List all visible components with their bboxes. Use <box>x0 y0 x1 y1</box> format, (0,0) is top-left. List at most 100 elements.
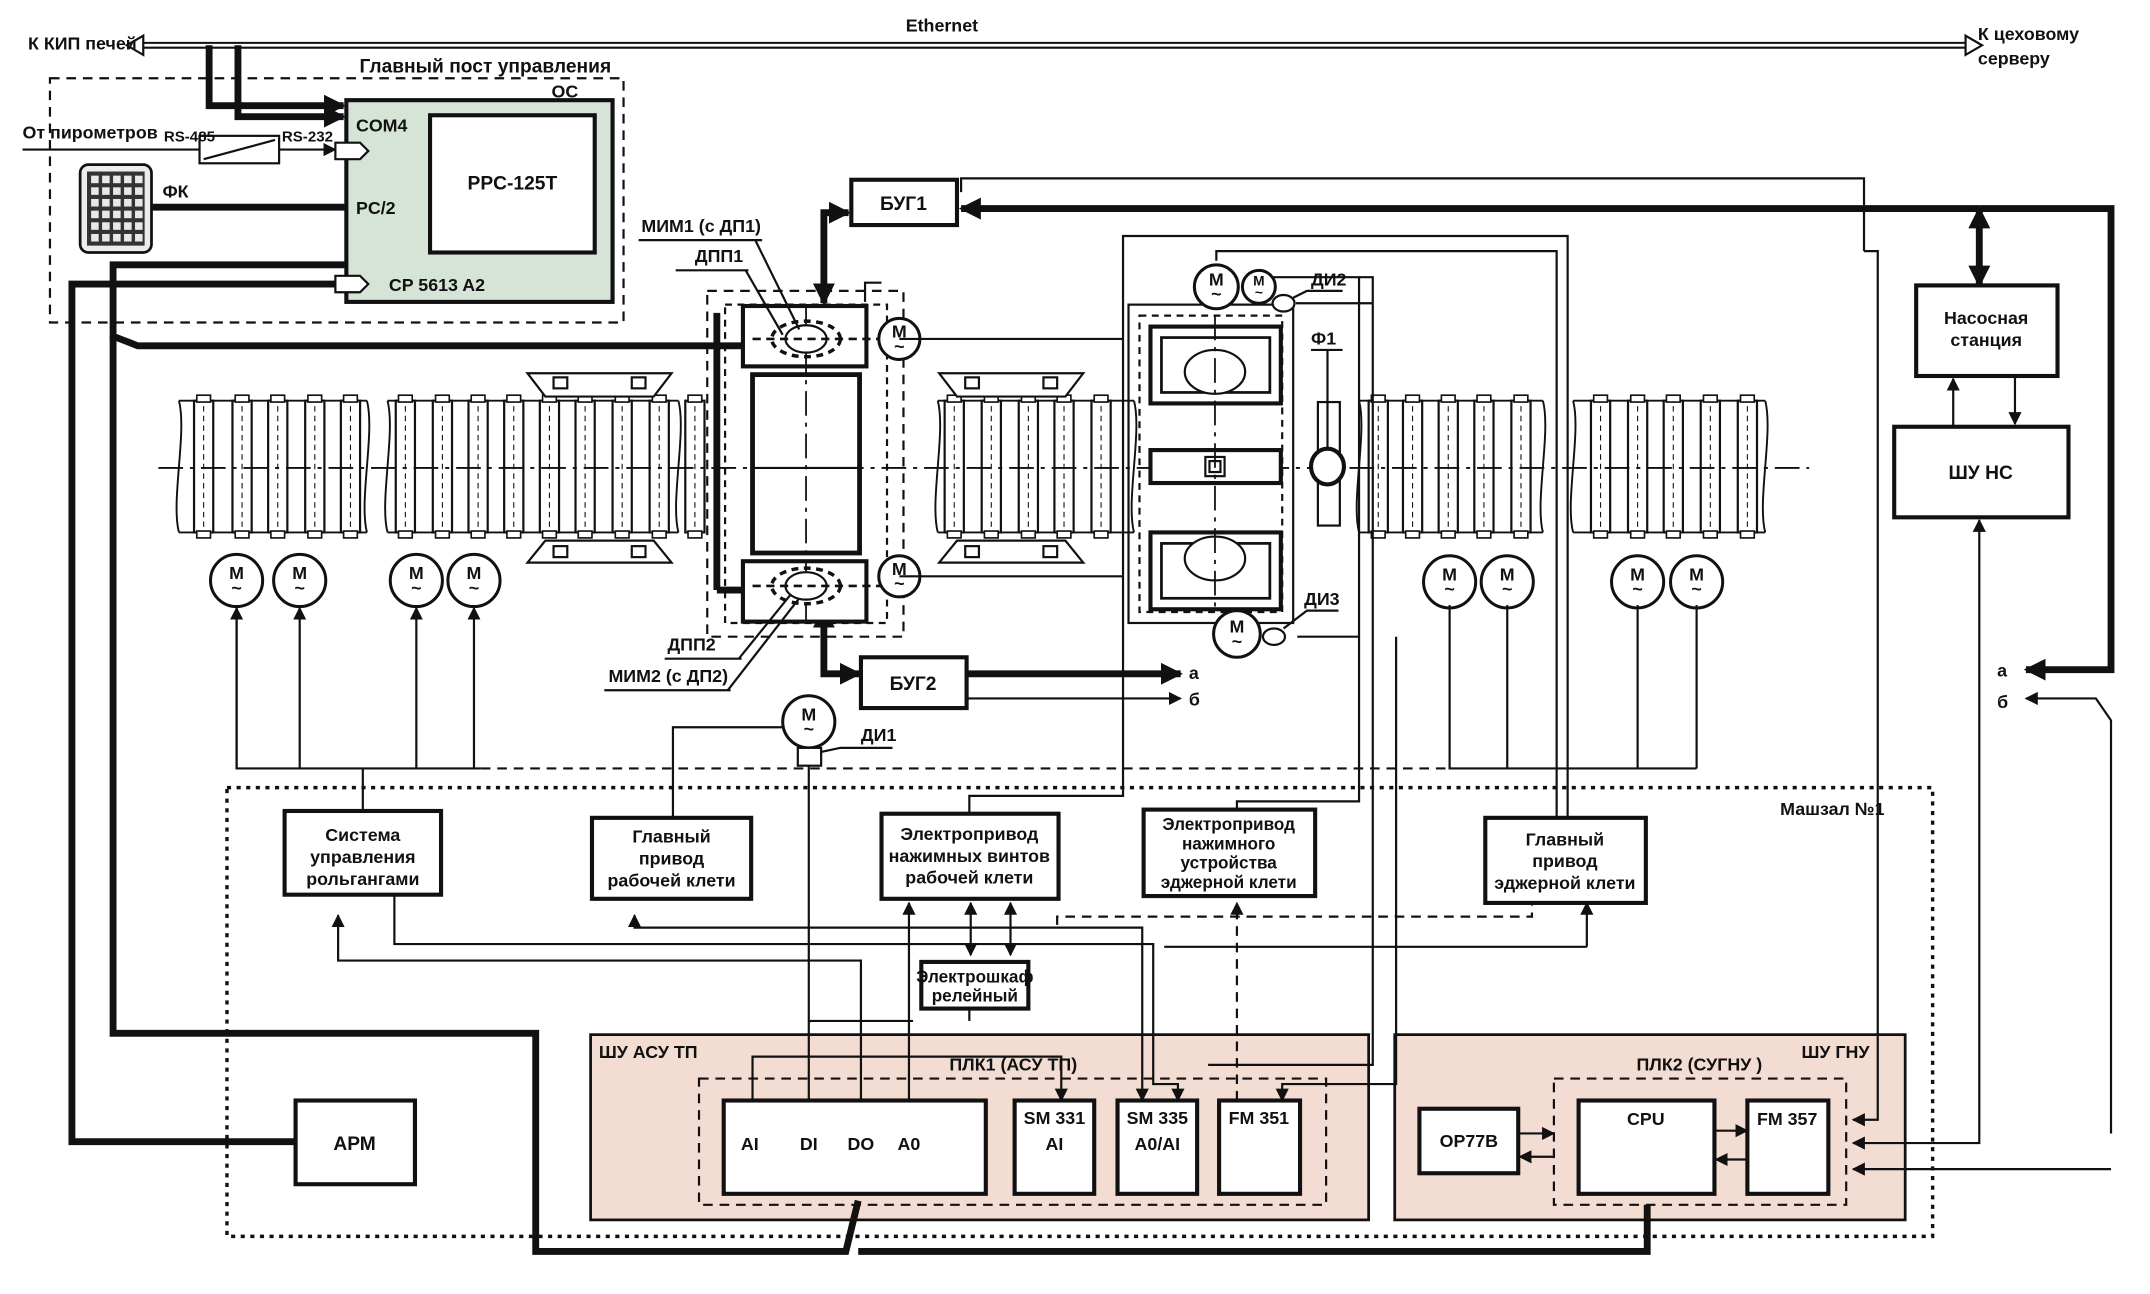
fm351-box <box>1217 1098 1303 1196</box>
bug2-label: БУГ2 <box>890 674 937 695</box>
wire-edger-main-dash <box>1056 896 1534 928</box>
mashzal-panel <box>225 785 1935 1239</box>
motor-icon: M~ <box>1240 268 1277 305</box>
fk-keyboard-icon <box>78 163 153 254</box>
wire-main-drive-motor <box>671 726 783 818</box>
roller-group-break <box>934 400 942 533</box>
roller <box>684 394 706 539</box>
sm335-line-1: SM 335 <box>1127 1108 1189 1128</box>
upper-guide-right <box>936 372 1086 398</box>
key-icon <box>135 198 143 207</box>
mim2-sensor-icon <box>784 571 828 601</box>
key-icon <box>135 222 143 230</box>
motor-sub-label: ~ <box>1232 631 1242 651</box>
wire-fm351-di3 <box>1275 636 1398 1102</box>
in-b-label: б <box>1997 692 2008 712</box>
key-icon <box>135 175 143 184</box>
ethernet-arrow-right <box>1964 33 1985 57</box>
key-icon <box>135 187 143 195</box>
pump-station-label-1: Насосная <box>1944 308 2028 328</box>
screw-drive-box <box>879 811 1061 901</box>
kip-link <box>205 45 346 117</box>
wire-gnu-top <box>1851 250 1879 1127</box>
motor-icon: M~ <box>1610 554 1666 610</box>
edger-press-line-1: Электропривод <box>1162 814 1295 834</box>
motor-label: M <box>1630 564 1645 584</box>
roller-control-line-1: Система <box>325 825 401 845</box>
mashzal-title: Машзал №1 <box>1780 799 1885 819</box>
wire-roller-do <box>331 913 863 1117</box>
roller <box>431 394 454 539</box>
key-icon <box>91 175 99 184</box>
di3-leader <box>1282 609 1339 630</box>
roller <box>231 394 253 539</box>
ethernet-label: Ethernet <box>906 16 978 36</box>
bug1-label: БУГ1 <box>880 194 927 215</box>
mim2-label: МИМ2 (с ДП2) <box>608 666 728 686</box>
roller <box>503 394 525 539</box>
link-cp-arm <box>68 280 336 1146</box>
motor-label: M <box>1689 564 1704 584</box>
main-drive-edger-line-1: Главный <box>1526 829 1604 849</box>
bug1-box <box>849 177 960 228</box>
key-icon <box>102 198 110 207</box>
shu-ns-box <box>1892 424 2071 520</box>
roller-control-line-2: управления <box>310 847 415 867</box>
wire-screw-motor <box>968 234 1569 818</box>
key-icon <box>102 187 110 195</box>
ps2-label: PC/2 <box>356 198 396 218</box>
signal-wires <box>229 177 2112 1176</box>
screw-drive-line-3: рабочей клети <box>905 868 1033 888</box>
key-icon <box>102 233 110 242</box>
motors: M~M~M~M~M~M~M~M~M~M~M~M~M~M~ <box>208 263 1725 750</box>
main-drive-edger-box <box>1483 815 1648 905</box>
main-drive-edger-line-3: эджерной клети <box>1494 873 1635 893</box>
key-icon <box>124 210 132 219</box>
wire-roller-bus-right <box>1448 605 1697 770</box>
roller-group-break <box>1539 400 1547 533</box>
motor-sub-label: ~ <box>1444 579 1454 599</box>
roller <box>1017 394 1040 539</box>
os-label: ОС <box>552 81 579 101</box>
motor-sub-label: ~ <box>231 578 241 598</box>
plc1-cpu-box <box>721 1098 988 1196</box>
dpp1-label: ДПП1 <box>695 246 743 266</box>
plc2-label: ПЛК2 (СУГНУ ) <box>1637 1054 1763 1074</box>
roller-group-break <box>363 400 371 533</box>
key-icon <box>113 233 121 242</box>
wire-edger-feedback <box>1208 276 1374 1066</box>
motor-label: M <box>1500 564 1515 584</box>
plc1-modules: AI DI DO A0 SM 331 AI SM 335 A0/AI FM 35… <box>721 1098 1303 1196</box>
com4-port <box>334 141 370 161</box>
control-post-panel: Главный пост управления ОС PPC-125T COM4… <box>22 57 625 324</box>
screw-drive-line-2: нажимных винтов <box>889 846 1050 866</box>
motor-label: M <box>801 704 816 724</box>
work-stand <box>525 289 1086 638</box>
dpp2-leader <box>737 593 792 660</box>
fk-label: ФК <box>162 182 188 202</box>
mim2-leader <box>726 597 801 691</box>
cp-port <box>334 274 370 294</box>
relay-cabinet-line-1: Электрошкаф <box>916 967 1033 987</box>
post-panel-frame <box>48 77 625 324</box>
key-icon <box>102 175 110 184</box>
main-drive-edger-line-2: привод <box>1532 851 1597 871</box>
key-icon <box>113 210 121 219</box>
motor-sub-label: ~ <box>411 578 421 598</box>
ppc-label: PPC-125T <box>468 173 558 194</box>
roller-control-line-3: рольгангами <box>306 869 419 889</box>
pump-station-label-2: станция <box>1950 330 2022 350</box>
converter-diagonal <box>203 138 276 161</box>
di3-sensor-icon <box>1261 627 1287 647</box>
motor-icon: M~ <box>272 552 328 609</box>
wire-main-work-sm335 <box>627 913 1149 1102</box>
motor-sub-label: ~ <box>469 578 479 598</box>
motor-label: M <box>467 563 482 583</box>
motor-label: M <box>1229 617 1244 637</box>
relay-cabinet-box <box>919 959 1031 1011</box>
shu-asu-title: ШУ АСУ ТП <box>599 1042 698 1062</box>
motor-label: M <box>1209 269 1224 289</box>
cpu-label: CPU <box>1627 1109 1665 1129</box>
sm331-line-2: AI <box>1045 1134 1063 1154</box>
